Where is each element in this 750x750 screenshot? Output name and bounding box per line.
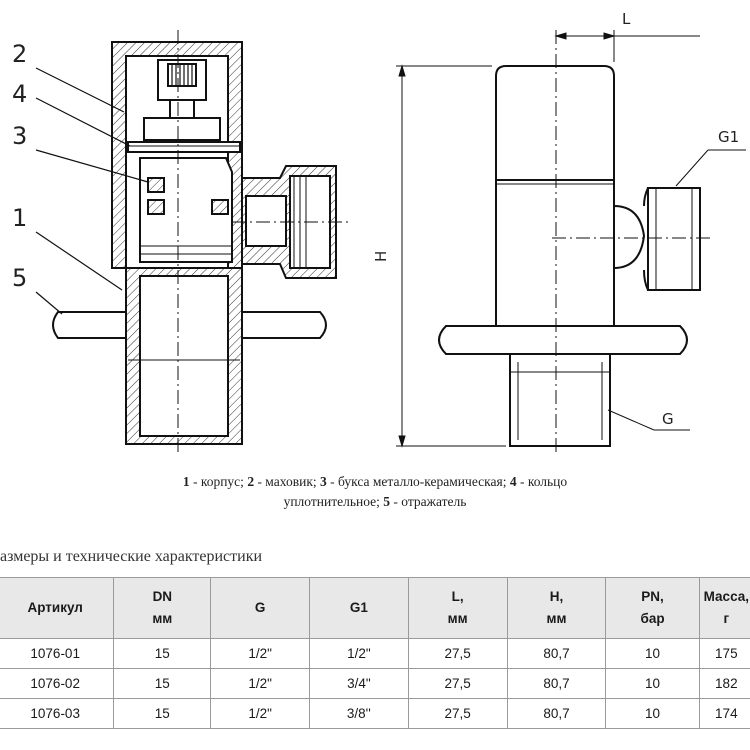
caption-text-5: - отражатель	[390, 494, 467, 509]
dim-G-label: G	[662, 410, 674, 428]
table-title: азмеры и технические характеристики	[0, 548, 263, 565]
cell-pn: 10	[605, 698, 700, 729]
header-g1: G1	[308, 577, 409, 639]
seal-ring	[143, 117, 221, 141]
exterior-view	[438, 65, 701, 447]
caption-text-2: - маховик;	[254, 474, 321, 489]
cell-dn: 15	[113, 698, 212, 729]
cell-article: 1076-03	[0, 698, 115, 729]
part-leaders	[35, 67, 149, 315]
cell-pn: 10	[605, 668, 700, 699]
caption-text-1: - корпус;	[189, 474, 248, 489]
cell-mass: 182	[698, 668, 750, 699]
caption-num-1: 1	[182, 474, 190, 489]
caption-num-5: 5	[383, 494, 391, 509]
header-g: G	[210, 577, 310, 639]
cell-dn: 15	[113, 668, 212, 699]
header-mass: Масса,г	[698, 577, 750, 639]
dim-L-label: L	[622, 10, 631, 28]
cell-l: 27,5	[407, 638, 508, 669]
caption-text-3: - букса металло-керамическая;	[326, 474, 510, 489]
header-l: L,мм	[407, 577, 508, 639]
outlet-nut	[647, 187, 701, 291]
part-label-5: 5	[12, 264, 27, 292]
cell-l: 27,5	[407, 668, 508, 699]
cell-h: 80,7	[506, 698, 607, 729]
table-row: 1076-03 15 1/2" 3/8'' 27,5 80,7 10 174	[0, 698, 750, 729]
cell-pn: 10	[605, 638, 700, 669]
cell-g1: 1/2"	[308, 638, 409, 669]
part-label-3: 3	[12, 122, 27, 150]
technical-drawing: 2 4 3 1 5 L H G1 G	[12, 10, 746, 456]
cell-g: 1/2"	[210, 698, 310, 729]
parts-caption: 1 - корпус; 2 - маховик; 3 - букса метал…	[140, 472, 610, 512]
cell-g1: 3/4"	[308, 668, 409, 699]
escutcheon	[438, 325, 688, 355]
cell-article: 1076-02	[0, 668, 115, 699]
caption-text-4: - кольцо уплотнительное;	[283, 474, 568, 509]
outlet-knob	[613, 204, 646, 270]
table-row: 1076-01 15 1/2" 1/2" 27,5 80,7 10 175	[0, 638, 750, 669]
caption-num-2: 2	[247, 474, 255, 489]
caption-num-4: 4	[509, 474, 517, 489]
cell-g: 1/2"	[210, 638, 310, 669]
dim-H-label: H	[372, 251, 390, 262]
caption-num-3: 3	[320, 474, 327, 489]
cell-mass: 174	[698, 698, 750, 729]
reflector	[52, 311, 127, 339]
handle-block	[495, 65, 615, 327]
cell-article: 1076-01	[0, 638, 115, 669]
cell-h: 80,7	[506, 638, 607, 669]
threaded-end	[509, 353, 611, 447]
part-label-2: 2	[12, 40, 27, 68]
table-row: 1076-02 15 1/2" 3/4" 27,5 80,7 10 182	[0, 668, 750, 699]
section-view	[52, 30, 352, 456]
dim-G1-label: G1	[718, 128, 739, 146]
cell-dn: 15	[113, 638, 212, 669]
header-h: H,мм	[506, 577, 607, 639]
cell-h: 80,7	[506, 668, 607, 699]
cell-mass: 175	[698, 638, 750, 669]
cell-l: 27,5	[407, 698, 508, 729]
header-article: Артикул	[0, 577, 115, 639]
part-label-4: 4	[12, 80, 27, 108]
header-pn: PN,бар	[605, 577, 700, 639]
cell-g: 1/2"	[210, 668, 310, 699]
cell-g1: 3/8''	[308, 698, 409, 729]
part-label-1: 1	[12, 204, 27, 232]
